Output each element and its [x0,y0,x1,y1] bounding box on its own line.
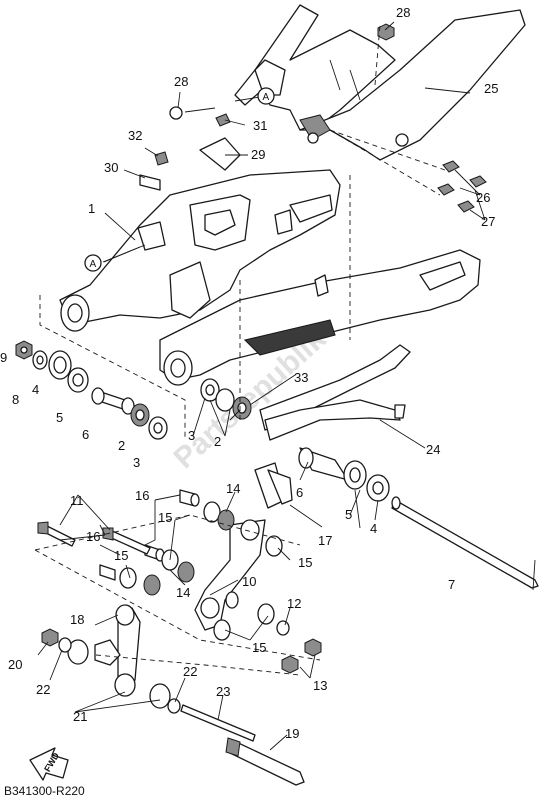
callout-11: 11 [70,493,84,508]
callout-1: 1 [88,201,95,216]
leader-lines [37,21,536,751]
callout-12: 12 [287,596,301,611]
relay-arm [194,519,266,631]
ref-mark-label: A [90,259,97,270]
callout-2: 2 [118,438,125,453]
callout-16: 16 [86,529,100,544]
callout-3: 3 [188,428,195,443]
callout-32: 32 [128,128,142,143]
connecting-rod [41,604,305,786]
callout-labels: 1 2 2 3 3 4 4 5 5 6 6 7 8 9 10 11 12 13 … [0,5,498,741]
callout-21: 21 [73,709,87,724]
bracket [254,462,293,509]
callout-7: 7 [448,577,455,592]
callout-13: 13 [313,678,327,693]
callout-25: 25 [484,81,498,96]
callout-23: 23 [216,684,230,699]
callout-28: 28 [396,5,410,20]
callout-30: 30 [104,160,118,175]
chain-guard [234,4,526,161]
callout-15: 15 [158,510,172,525]
chain-slider [259,344,411,441]
callout-33: 33 [294,370,308,385]
link-parts [37,489,322,674]
callout-29: 29 [251,147,265,162]
callout-10: 10 [242,574,256,589]
callout-27: 27 [481,214,495,229]
callout-3: 3 [133,455,140,470]
forward-direction-arrow: FWD [29,747,69,781]
swingarm [59,169,481,386]
callout-6: 6 [82,427,89,442]
callout-16: 16 [135,488,149,503]
callout-20: 20 [8,657,22,672]
callout-15: 15 [298,555,312,570]
callout-5: 5 [56,410,63,425]
callout-18: 18 [70,612,84,627]
dashed-assembly-lines [34,24,446,676]
callout-2: 2 [214,434,221,449]
callout-15: 15 [114,548,128,563]
callout-4: 4 [370,521,377,536]
callout-24: 24 [426,442,440,457]
callout-28: 28 [174,74,188,89]
callout-17: 17 [318,533,332,548]
callout-4: 4 [32,382,39,397]
callout-19: 19 [285,726,299,741]
callout-15: 15 [252,640,266,655]
callout-9: 9 [0,350,7,365]
callout-22: 22 [183,664,197,679]
small-fasteners [139,23,487,213]
callout-6: 6 [296,485,303,500]
ref-mark-label: A [263,92,270,103]
callout-8: 8 [12,392,19,407]
callout-22: 22 [36,682,50,697]
callout-26: 26 [476,190,490,205]
callout-14: 14 [176,585,190,600]
reference-mark-a-top: A [257,87,275,105]
callout-14: 14 [226,481,240,496]
reference-mark-a-left: A [84,254,102,272]
callout-5: 5 [345,507,352,522]
callout-31: 31 [253,118,267,133]
diagram-code: B341300-R220 [4,784,85,798]
